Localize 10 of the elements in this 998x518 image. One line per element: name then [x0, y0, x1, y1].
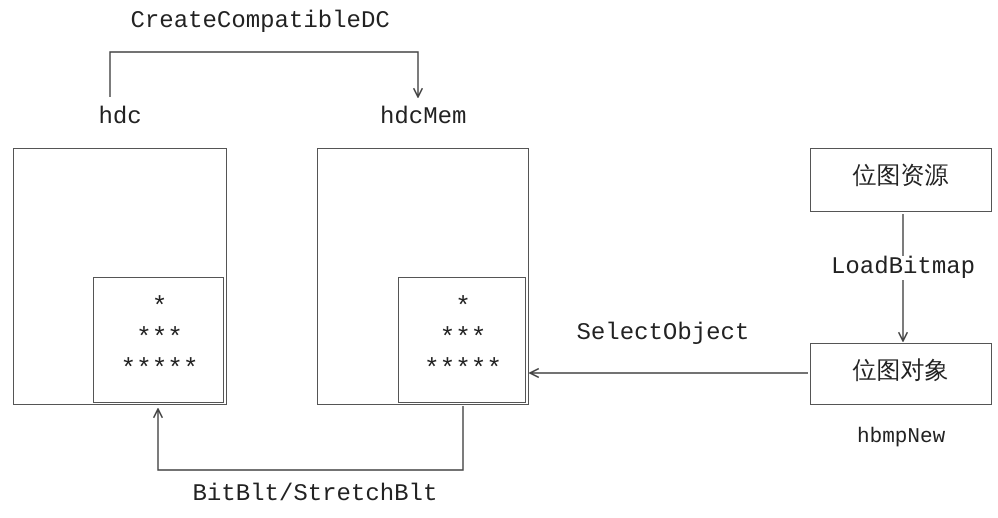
arrow — [152, 406, 464, 471]
star-pattern: * *** ***** — [120, 292, 200, 385]
box-heading: hdc — [98, 106, 142, 130]
handle-label: hbmpNew — [857, 427, 946, 448]
arrow — [529, 368, 808, 378]
star-pattern: * *** ***** — [423, 292, 503, 385]
arrow — [109, 51, 424, 98]
box-heading: hdcMem — [380, 106, 466, 130]
box-label: 位图资源 — [852, 166, 948, 190]
edge-label: CreateCompatibleDC — [128, 10, 392, 34]
